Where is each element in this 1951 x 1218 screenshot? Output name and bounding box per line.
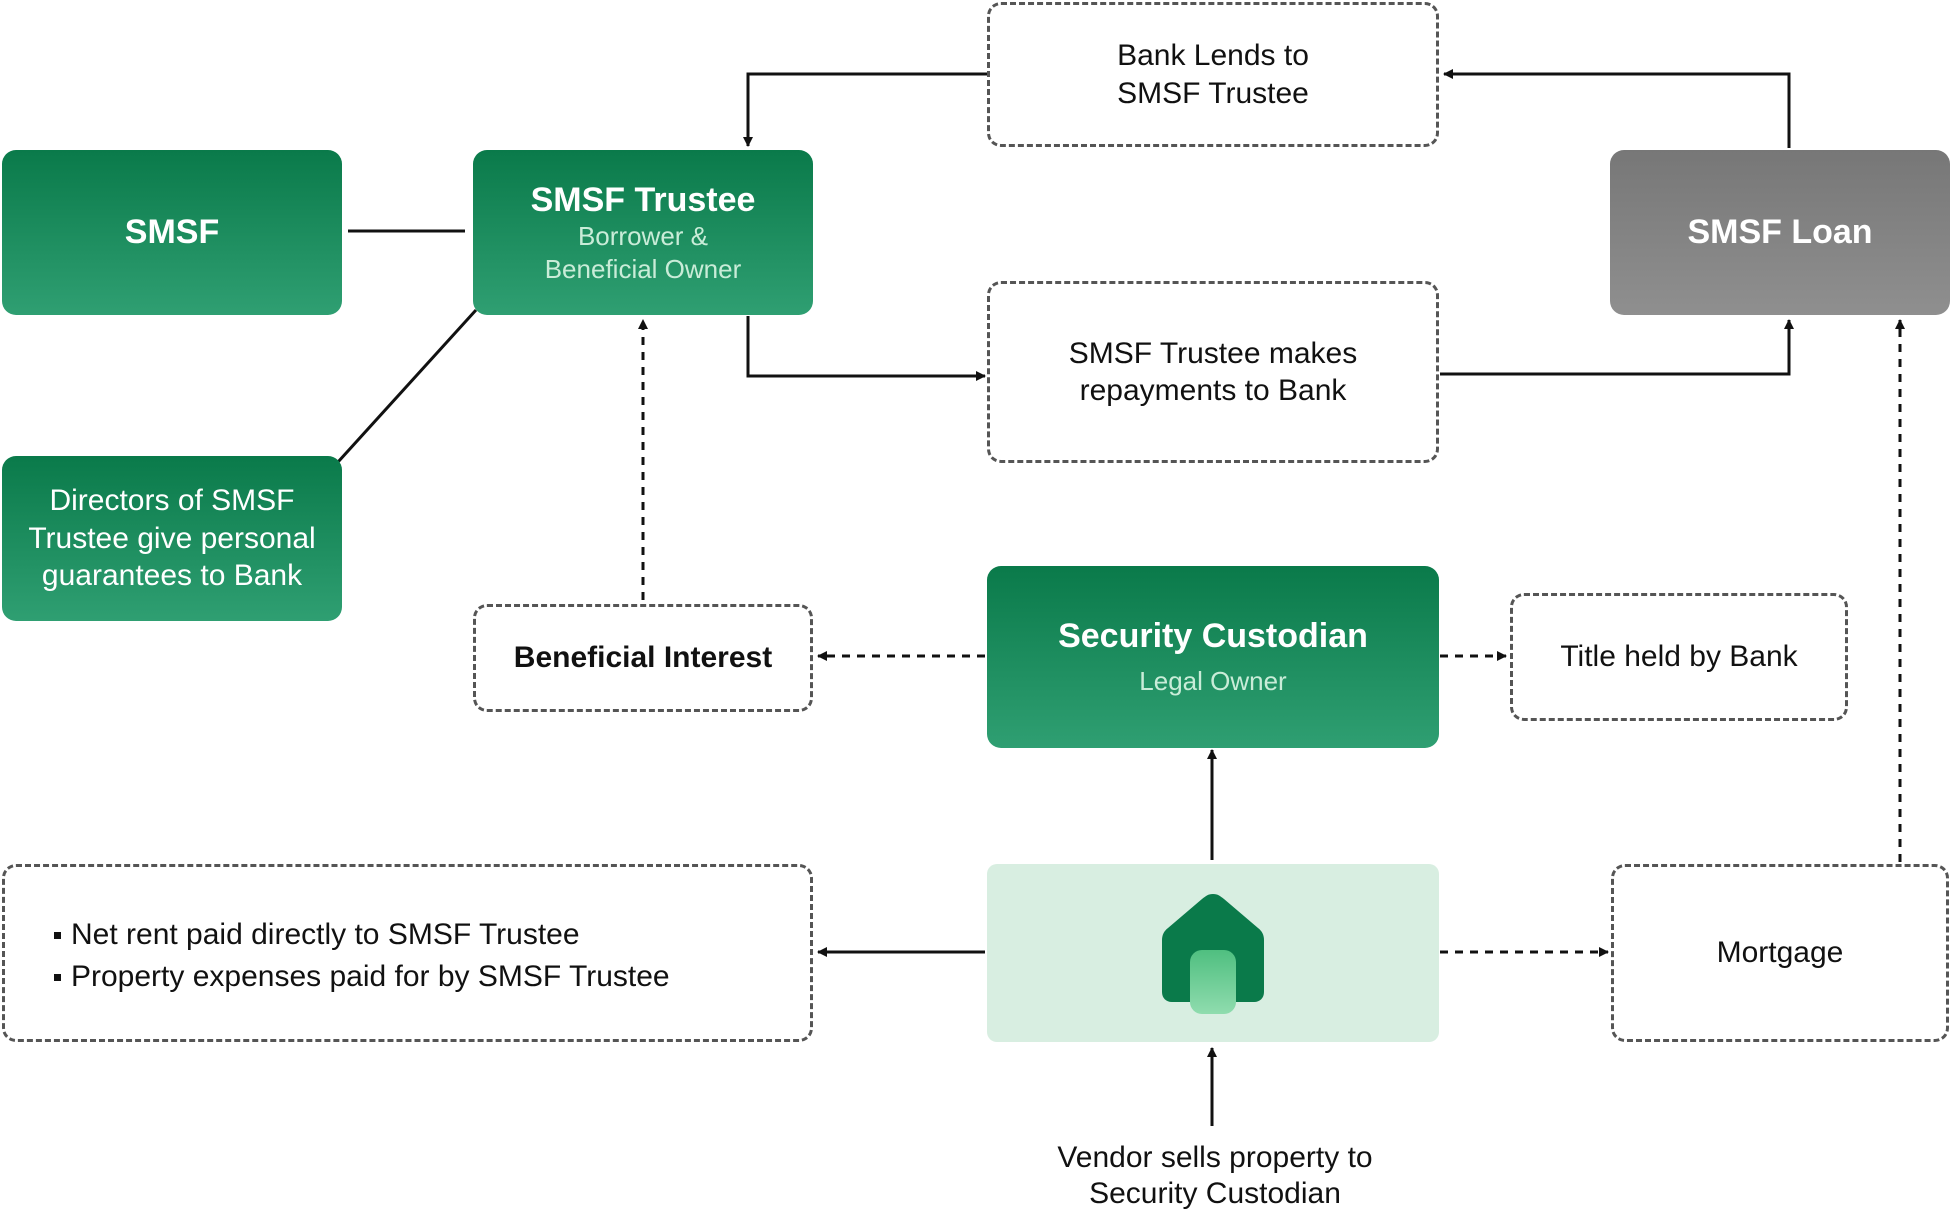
- node-beneficial-interest: Beneficial Interest: [473, 604, 813, 712]
- bullet-dot-icon: [54, 931, 61, 939]
- node-beneficial-text: Beneficial Interest: [513, 641, 773, 675]
- node-smsf-trustee: SMSF Trustee Borrower & Beneficial Owner: [473, 150, 813, 315]
- node-trustee-title: SMSF Trustee: [530, 180, 756, 219]
- node-custodian-title: Security Custodian: [1058, 617, 1368, 656]
- node-bank-lends: Bank Lends to SMSF Trustee: [987, 2, 1439, 147]
- rent-bullet-text: Property expenses paid for by SMSF Trust…: [71, 960, 670, 993]
- rent-bullet-list: Net rent paid directly to SMSF Trustee P…: [54, 914, 670, 998]
- node-smsf-loan: SMSF Loan: [1610, 150, 1950, 315]
- node-repayments-text: SMSF Trustee makes repayments to Bank: [1068, 336, 1358, 408]
- node-directors-text: Directors of SMSF Trustee give personal …: [28, 484, 316, 593]
- node-smsf: SMSF: [2, 150, 342, 315]
- rent-bullet-text: Net rent paid directly to SMSF Trustee: [71, 918, 580, 951]
- rent-bullet-item: Net rent paid directly to SMSF Trustee: [54, 914, 670, 956]
- arrow-bank-lends-to-trustee: [743, 72, 987, 147]
- node-repayments: SMSF Trustee makes repayments to Bank: [987, 281, 1439, 463]
- arrow-loan-to-bank-lends: [1443, 69, 1791, 148]
- node-title-held-text: Title held by Bank: [1560, 640, 1798, 674]
- arrow-trustee-to-repayments: [746, 316, 986, 381]
- house-icon: [1162, 894, 1264, 1014]
- node-bank-lends-text: Bank Lends to SMSF Trustee: [1117, 39, 1309, 110]
- node-rent-expenses: [2, 864, 813, 1042]
- node-loan-title: SMSF Loan: [1687, 213, 1873, 252]
- node-smsf-title: SMSF: [124, 213, 220, 252]
- node-trustee-subtitle: Borrower & Beneficial Owner: [544, 221, 742, 284]
- arrow-repayments-to-loan: [1440, 319, 1794, 376]
- connector-directors-trustee: [336, 308, 478, 464]
- node-title-held: Title held by Bank: [1510, 593, 1848, 721]
- node-mortgage-text: Mortgage: [1716, 936, 1844, 970]
- node-security-custodian: Security Custodian Legal Owner: [987, 566, 1439, 748]
- node-property: [987, 864, 1439, 1042]
- bullet-dot-icon: [54, 973, 61, 981]
- node-directors: Directors of SMSF Trustee give personal …: [2, 456, 342, 621]
- vendor-label: Vendor sells property to Security Custod…: [1057, 1141, 1373, 1210]
- rent-bullet-item: Property expenses paid for by SMSF Trust…: [54, 956, 670, 998]
- node-custodian-subtitle: Legal Owner: [1139, 666, 1287, 697]
- node-mortgage: Mortgage: [1611, 864, 1949, 1042]
